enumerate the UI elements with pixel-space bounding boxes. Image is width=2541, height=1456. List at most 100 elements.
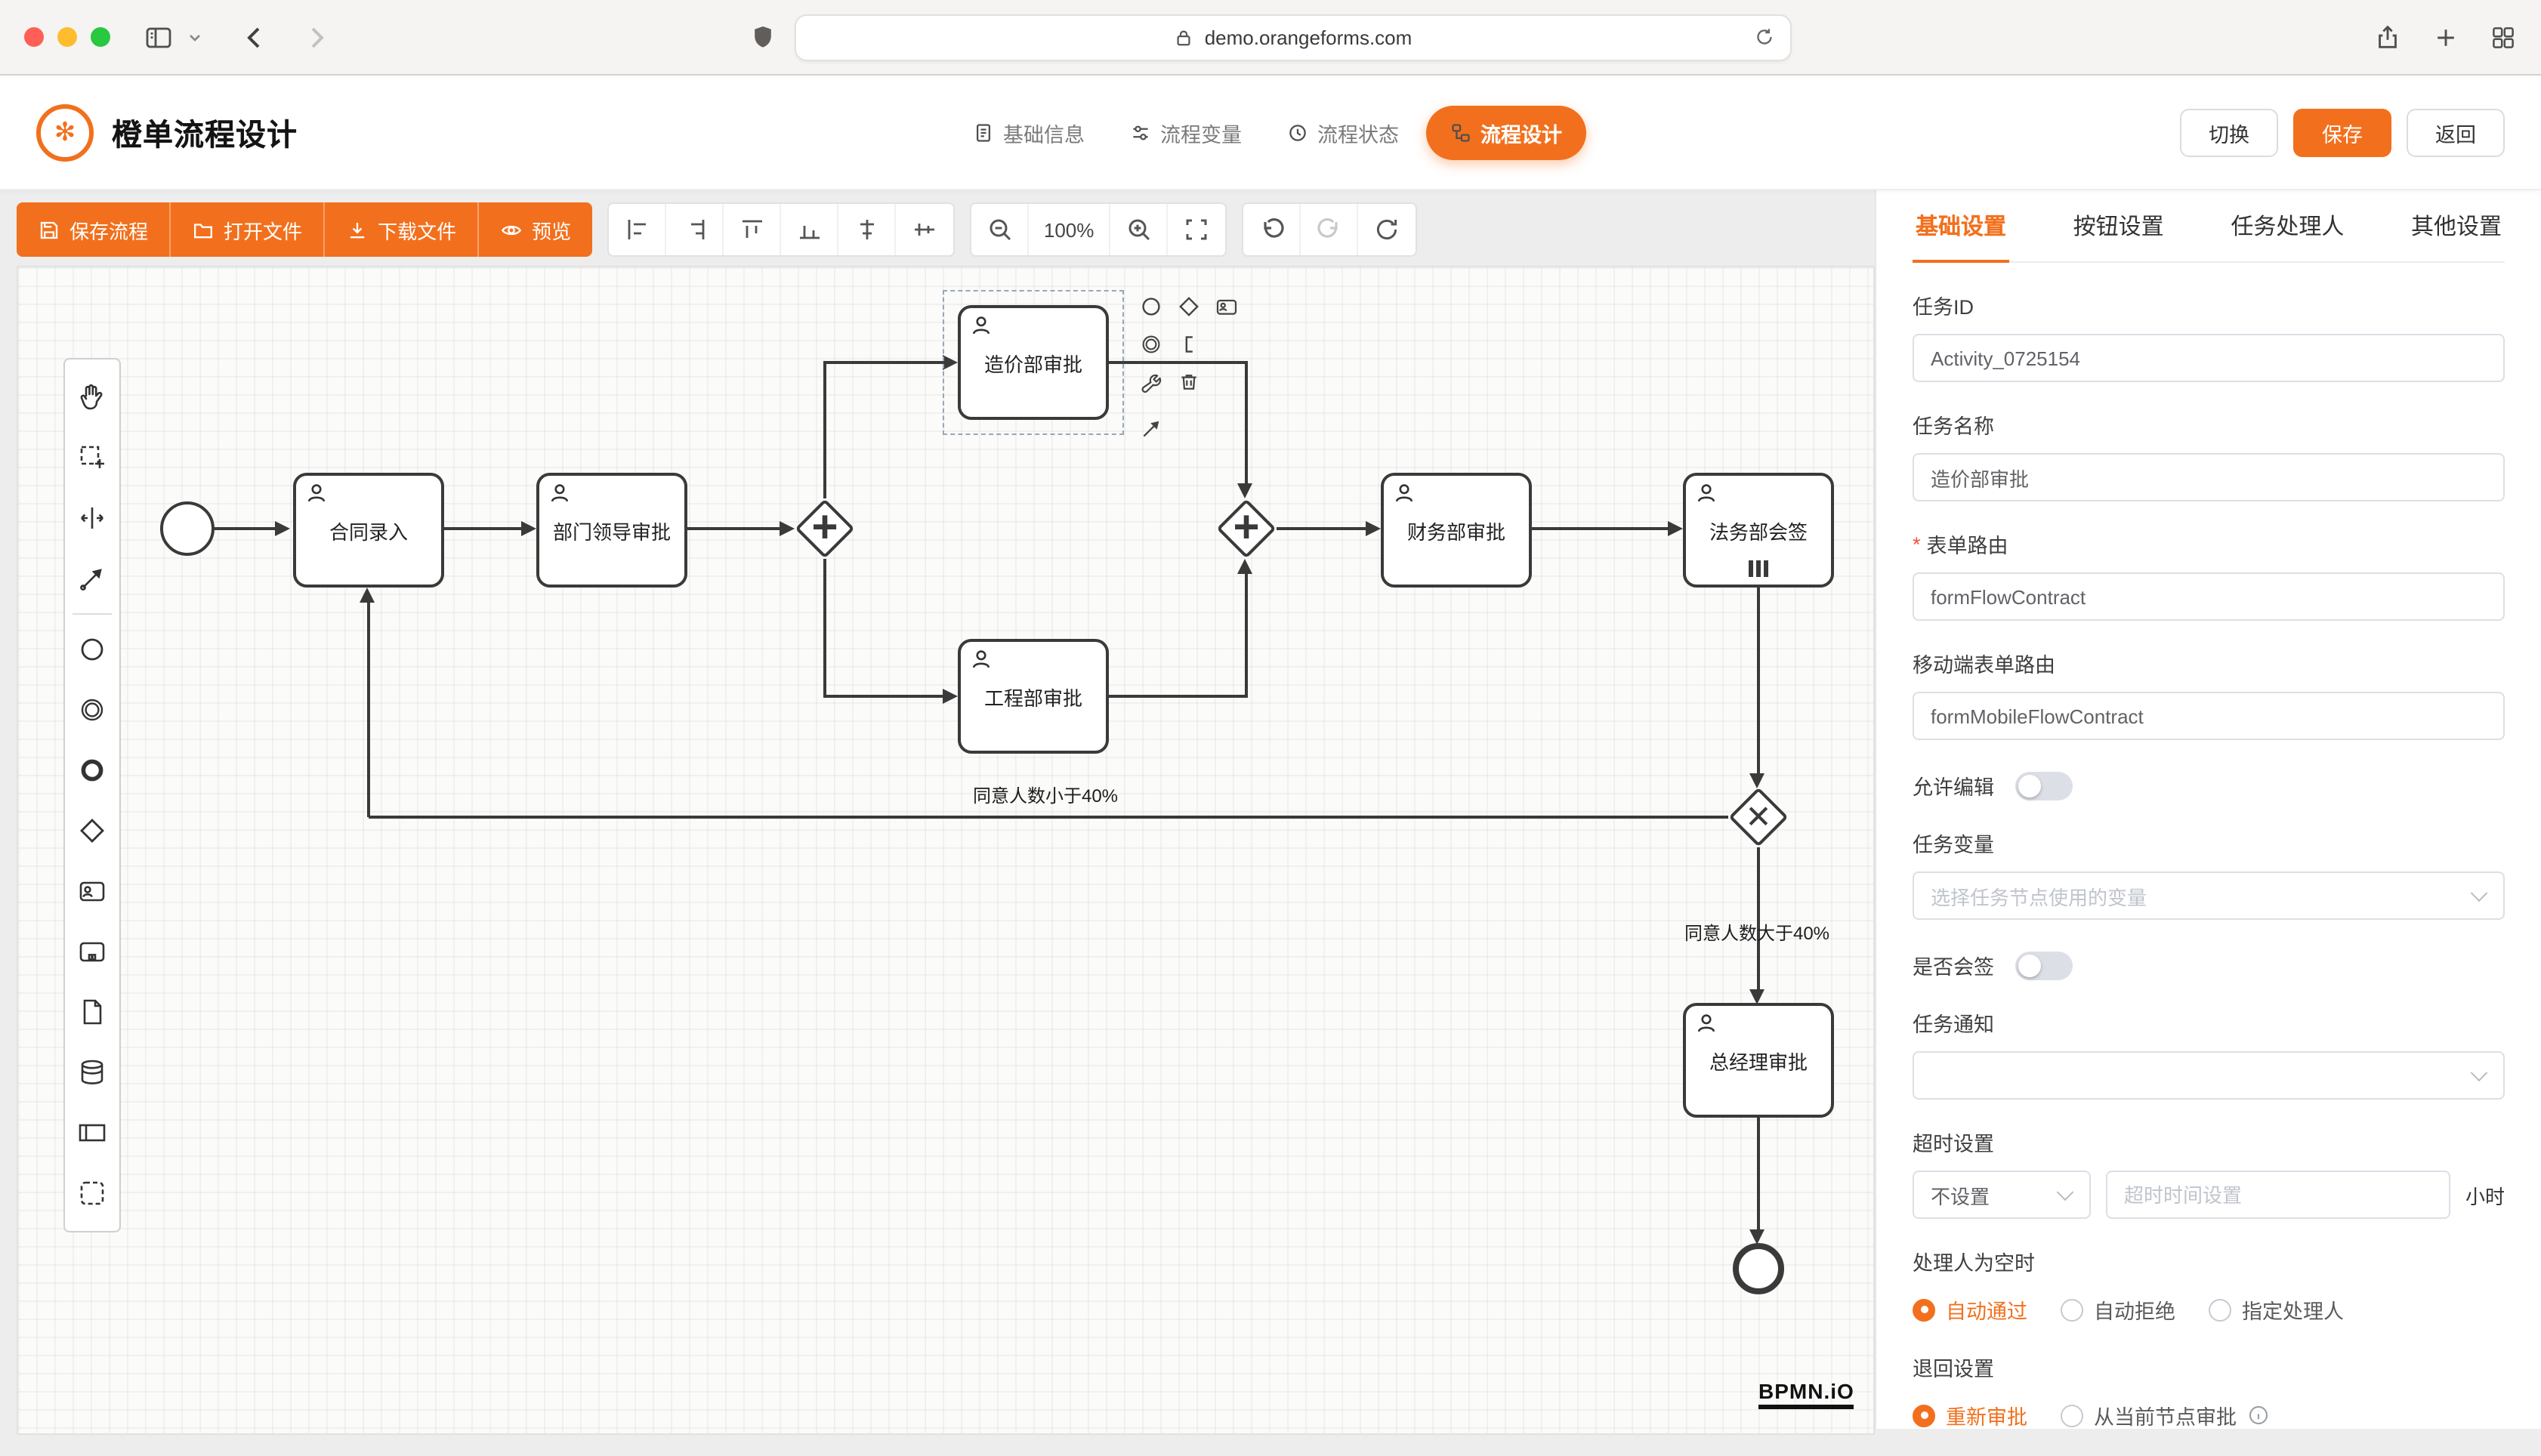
tab-task-assignee[interactable]: 任务处理人: [2231, 214, 2345, 240]
task-name-input[interactable]: [1913, 453, 2505, 501]
nav-flow-variables[interactable]: 流程变量: [1112, 105, 1260, 159]
download-file-button[interactable]: 下载文件: [325, 202, 480, 257]
intermediate-event-icon[interactable]: [69, 680, 115, 740]
data-store-icon[interactable]: [69, 1042, 115, 1103]
group-icon[interactable]: [69, 1163, 115, 1223]
fullscreen-window-button[interactable]: [91, 27, 110, 47]
align-top-icon[interactable]: [724, 204, 782, 255]
sidebar-icon[interactable]: [144, 22, 174, 52]
radio-assign-handler[interactable]: 指定处理人: [2209, 1294, 2344, 1325]
preview-button[interactable]: 预览: [479, 202, 593, 257]
open-file-button[interactable]: 打开文件: [171, 202, 326, 257]
task-node-legal-dept[interactable]: 法务部会签: [1683, 473, 1834, 588]
tab-button-settings[interactable]: 按钮设置: [2073, 214, 2164, 240]
radio-auto-reject[interactable]: 自动拒绝: [2061, 1294, 2175, 1325]
radio-auto-pass[interactable]: 自动通过: [1913, 1294, 2027, 1325]
countersign-toggle[interactable]: [2015, 951, 2073, 979]
zoom-out-icon[interactable]: [971, 204, 1030, 255]
end-event[interactable]: [1733, 1243, 1784, 1294]
task-id-input[interactable]: [1913, 334, 2505, 382]
forward-icon[interactable]: [301, 22, 331, 52]
hand-tool-icon[interactable]: [69, 367, 115, 427]
start-event[interactable]: [160, 501, 215, 556]
timeout-mode-select[interactable]: 不设置: [1913, 1171, 2091, 1219]
sequence-flow[interactable]: [444, 527, 521, 530]
parallel-gateway-split[interactable]: +: [795, 498, 855, 559]
data-object-icon[interactable]: [69, 982, 115, 1042]
append-end-event-icon[interactable]: [1136, 292, 1166, 322]
subprocess-icon[interactable]: [69, 921, 115, 982]
sequence-flow-reject[interactable]: [367, 601, 370, 817]
task-node-engineering-dept[interactable]: 工程部审批: [958, 639, 1109, 754]
append-gateway-icon[interactable]: [1174, 292, 1204, 322]
task-variable-select[interactable]: 选择任务节点使用的变量: [1913, 871, 2505, 920]
bpmn-canvas[interactable]: 同意人数小于40% 同意人数大于40% + + ✕: [17, 266, 1875, 1435]
allow-edit-toggle[interactable]: [2015, 771, 2073, 800]
nav-flow-status[interactable]: 流程状态: [1269, 105, 1417, 159]
align-center-horizontal-icon[interactable]: [838, 204, 897, 255]
mobile-form-route-input[interactable]: [1913, 692, 2505, 740]
sequence-flow[interactable]: [1757, 1116, 1760, 1229]
timeout-duration-input[interactable]: [2106, 1171, 2450, 1219]
share-icon[interactable]: [2373, 23, 2402, 51]
sequence-flow[interactable]: [823, 559, 826, 698]
task-node-contract-entry[interactable]: 合同录入: [293, 473, 444, 588]
lasso-tool-icon[interactable]: [69, 427, 115, 488]
gateway-icon[interactable]: [69, 800, 115, 861]
sequence-flow[interactable]: [823, 361, 943, 364]
edge-label-lt40[interactable]: 同意人数小于40%: [972, 785, 1119, 807]
sequence-flow[interactable]: [1245, 574, 1248, 696]
participant-icon[interactable]: [69, 1103, 115, 1163]
switch-button[interactable]: 切换: [2180, 108, 2278, 156]
tab-overview-icon[interactable]: [2490, 23, 2517, 51]
redo-icon[interactable]: [1301, 204, 1359, 255]
append-user-task-icon[interactable]: [1212, 292, 1242, 322]
tab-other-settings[interactable]: 其他设置: [2410, 214, 2502, 240]
sequence-flow[interactable]: [823, 695, 943, 698]
sequence-flow[interactable]: [1245, 362, 1248, 483]
task-node-cost-dept[interactable]: 造价部审批: [958, 305, 1109, 420]
address-bar[interactable]: demo.orangeforms.com: [795, 14, 1792, 60]
back-button[interactable]: 返回: [2407, 108, 2505, 156]
delete-trash-icon[interactable]: [1174, 367, 1204, 397]
nav-flow-design[interactable]: 流程设计: [1426, 105, 1586, 159]
zoom-level[interactable]: 100%: [1029, 204, 1111, 255]
sequence-flow[interactable]: [1757, 847, 1760, 989]
exclusive-gateway[interactable]: ✕: [1728, 787, 1789, 847]
start-event-icon[interactable]: [69, 619, 115, 680]
bpmn-io-watermark[interactable]: BPMN.iO: [1758, 1379, 1854, 1409]
align-center-vertical-icon[interactable]: [896, 204, 953, 255]
sequence-flow[interactable]: [1109, 695, 1248, 698]
align-bottom-icon[interactable]: [781, 204, 839, 255]
privacy-shield-icon[interactable]: [749, 23, 777, 51]
new-tab-icon[interactable]: [2432, 23, 2459, 51]
back-icon[interactable]: [240, 22, 270, 52]
sequence-flow[interactable]: [1277, 527, 1366, 530]
save-flow-button[interactable]: 保存流程: [17, 202, 171, 257]
parallel-gateway-join[interactable]: +: [1216, 498, 1277, 559]
task-node-dept-leader[interactable]: 部门领导审批: [536, 473, 687, 588]
tab-basic-settings[interactable]: 基础设置: [1913, 190, 2010, 263]
radio-restart-approval[interactable]: 重新审批: [1913, 1400, 2027, 1429]
undo-icon[interactable]: [1243, 204, 1301, 255]
save-button[interactable]: 保存: [2293, 108, 2391, 156]
sequence-flow[interactable]: [823, 362, 826, 498]
sequence-flow[interactable]: [1109, 361, 1248, 364]
reload-icon[interactable]: [1754, 26, 1775, 48]
append-intermediate-event-icon[interactable]: [1136, 329, 1166, 359]
change-type-wrench-icon[interactable]: [1136, 367, 1166, 397]
radio-current-node-approval[interactable]: 从当前节点审批: [2061, 1400, 2268, 1429]
zoom-in-icon[interactable]: [1110, 204, 1169, 255]
refresh-icon[interactable]: [1358, 204, 1416, 255]
edge-label-gt40[interactable]: 同意人数大于40%: [1684, 923, 1830, 944]
connect-tool-icon[interactable]: [1136, 414, 1166, 444]
minimize-window-button[interactable]: [57, 27, 77, 47]
global-connect-tool-icon[interactable]: [69, 548, 115, 609]
task-node-finance-dept[interactable]: 法务部会签 财务部审批: [1381, 473, 1532, 588]
task-notify-select[interactable]: [1913, 1051, 2505, 1100]
end-event-icon[interactable]: [69, 740, 115, 800]
align-left-icon[interactable]: [609, 204, 667, 255]
align-right-icon[interactable]: [666, 204, 724, 255]
sequence-flow[interactable]: [687, 527, 780, 530]
sequence-flow[interactable]: [1757, 588, 1760, 773]
